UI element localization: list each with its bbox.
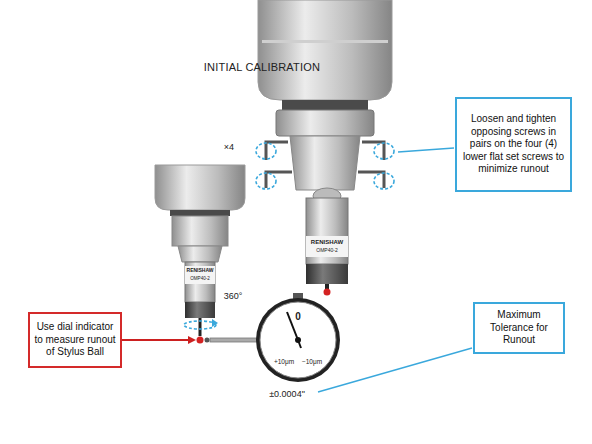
- tolerance-value: ±0.0004": [269, 390, 305, 400]
- diagram-title: INITIAL CALIBRATION: [204, 61, 320, 73]
- rotation-arrow-part: [212, 319, 218, 327]
- dial-scale: 0: [295, 311, 301, 322]
- left-probe-part: [178, 246, 222, 262]
- right-probe-part: [358, 172, 384, 188]
- right-probe-part: [282, 100, 368, 110]
- left-probe-part: [185, 262, 215, 302]
- right-probe-part: [266, 142, 288, 160]
- screw-arrows-part: [256, 173, 276, 189]
- leader-lines-part: [122, 339, 190, 341]
- model-name: OMP40-2: [316, 248, 337, 254]
- screw-arrows: [256, 143, 394, 189]
- right-probe-part: [290, 136, 360, 190]
- right-probe-part: [258, 0, 392, 100]
- right-probe-part: [324, 289, 331, 296]
- dial-scale: +10μm: [274, 358, 294, 365]
- right-probe: [258, 0, 392, 296]
- instruction-callout: Use dial indicator to measure runout of …: [28, 312, 122, 368]
- right-probe-part: [306, 236, 348, 257]
- left-probe-part: [172, 216, 228, 246]
- screw-arrows-part: [256, 143, 276, 159]
- right-probe-part: [276, 110, 374, 136]
- dial-indicator-part: [260, 302, 336, 378]
- dial-indicator-part: [295, 337, 301, 343]
- leader-lines-part: [318, 348, 472, 392]
- instruction-callout: Loosen and tighten opposing screws in pa…: [455, 97, 572, 192]
- right-probe-part: [362, 142, 384, 160]
- rotation-arrow-part: [184, 321, 216, 329]
- callout-text: Use dial indicator to measure runout of …: [33, 321, 117, 359]
- rotation-angle: 360°: [224, 292, 243, 302]
- left-probe-part: [155, 165, 245, 210]
- leader-lines: [122, 148, 472, 392]
- callout-text: Loosen and tighten opposing screws in pa…: [460, 113, 567, 176]
- dial-indicator: [205, 293, 341, 382]
- dial-scale: −10μm: [302, 358, 322, 365]
- dial-indicator-part: [256, 298, 340, 382]
- left-probe-part: [185, 302, 215, 318]
- brand-name: RENISHAW: [311, 239, 343, 246]
- rotation-arrow: [184, 319, 218, 329]
- model-name: OMP40-2: [190, 276, 210, 281]
- right-probe-part: [306, 198, 348, 264]
- right-probe-part: [262, 40, 388, 43]
- right-probe-part: [306, 264, 348, 284]
- left-probe-part: [185, 266, 215, 284]
- dial-indicator-part: [210, 338, 257, 342]
- tolerance-callout: Maximum Tolerance for Runout: [473, 302, 565, 354]
- left-probe-part: [170, 210, 230, 216]
- screw-arrows-part: [374, 173, 394, 189]
- count-mark: ×4: [224, 143, 234, 153]
- screw-arrows-part: [374, 143, 394, 159]
- leader-lines-part: [188, 336, 196, 344]
- leader-lines-part: [398, 148, 454, 152]
- left-probe: [155, 165, 245, 344]
- dial-indicator-part: [205, 338, 210, 343]
- callout-text: Maximum Tolerance for Runout: [478, 309, 560, 347]
- brand-name: RENISHAW: [187, 268, 214, 274]
- left-probe-part: [197, 337, 204, 344]
